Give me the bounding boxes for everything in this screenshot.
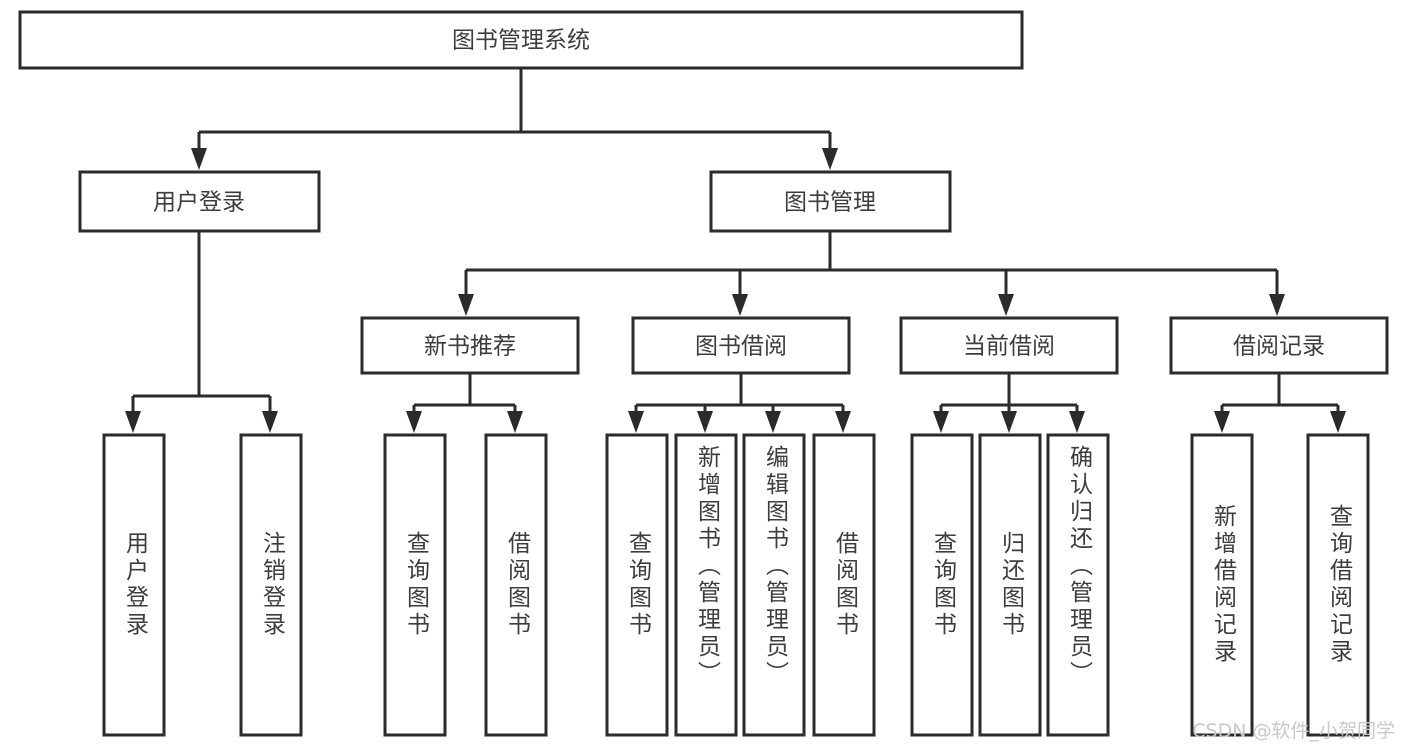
arrow-head-borrowrecord-2 (1330, 411, 1346, 433)
leaf-box-book-borrow-2[interactable] (742, 433, 806, 737)
node-user-login-label: 用户登录 (153, 190, 245, 216)
leaf-box-new-book-recommend-1[interactable] (484, 433, 548, 737)
arrow-head-bookmgmt-2 (732, 294, 748, 316)
arrow-head-currentborrow-1 (933, 411, 949, 433)
arrow-head-bookmgmt-1 (458, 294, 474, 316)
arrow-head-root-2 (822, 148, 838, 170)
node-book-borrow-box[interactable] (631, 316, 851, 375)
leaf-box-current-borrow-1[interactable] (978, 433, 1042, 737)
node-book-management-label: 图书管理 (784, 190, 876, 216)
arrow-head-user-login-1 (125, 411, 141, 433)
node-book-management-box[interactable] (709, 170, 952, 233)
arrow-head-bookborrow-4 (835, 411, 851, 433)
node-current-borrow-label: 当前借阅 (963, 334, 1055, 360)
leaf-box-current-borrow-2[interactable] (1046, 433, 1110, 737)
leaf-box-current-borrow-0[interactable] (910, 433, 974, 737)
node-current-borrow-box[interactable] (899, 316, 1119, 375)
arrow-head-bookmgmt-4 (1269, 294, 1285, 316)
arrow-head-bookborrow-2 (697, 411, 713, 433)
arrow-head-currentborrow-2 (1001, 411, 1017, 433)
arrow-head-bookmgmt-3 (998, 294, 1014, 316)
node-book-borrow[interactable]: 图书借阅 (631, 316, 851, 375)
node-root[interactable]: 图书管理系统 (18, 10, 1024, 70)
leaf-box-book-borrow-3[interactable] (812, 433, 876, 737)
node-root-label: 图书管理系统 (452, 28, 590, 54)
node-borrow-record-label: 借阅记录 (1233, 334, 1325, 360)
arrow-head-bookborrow-1 (628, 411, 644, 433)
node-new-book-recommend[interactable]: 新书推荐 (360, 316, 580, 375)
arrow-head-root-1 (191, 148, 207, 170)
arrow-head-borrowrecord-1 (1214, 411, 1230, 433)
node-user-login[interactable]: 用户登录 (78, 170, 321, 233)
csdn-watermark: CSDN @软件_小贺同学 (1192, 720, 1395, 742)
node-new-book-recommend-box[interactable] (360, 316, 580, 375)
leaf-box-book-borrow-0[interactable] (605, 433, 669, 737)
leaf-box-book-borrow-1[interactable] (674, 433, 738, 737)
node-root-box[interactable] (18, 10, 1024, 70)
leaf-box-user-login-0[interactable] (102, 433, 166, 737)
leaf-box-user-login-1[interactable] (239, 433, 303, 737)
node-book-management[interactable]: 图书管理 (709, 170, 952, 233)
arrow-head-newbook-1 (406, 411, 422, 433)
node-current-borrow[interactable]: 当前借阅 (899, 316, 1119, 375)
node-new-book-recommend-label: 新书推荐 (424, 334, 516, 360)
node-book-borrow-label: 图书借阅 (695, 334, 787, 360)
leaf-box-borrow-record-0[interactable] (1190, 433, 1254, 737)
node-borrow-record-box[interactable] (1169, 316, 1389, 375)
arrow-head-user-login-2 (262, 411, 278, 433)
arrow-head-currentborrow-3 (1069, 411, 1085, 433)
leaf-box-new-book-recommend-0[interactable] (383, 433, 447, 737)
arrow-head-bookborrow-3 (765, 411, 781, 433)
leaf-box-borrow-record-1[interactable] (1306, 433, 1370, 737)
arrow-head-newbook-2 (507, 411, 523, 433)
node-borrow-record[interactable]: 借阅记录 (1169, 316, 1389, 375)
